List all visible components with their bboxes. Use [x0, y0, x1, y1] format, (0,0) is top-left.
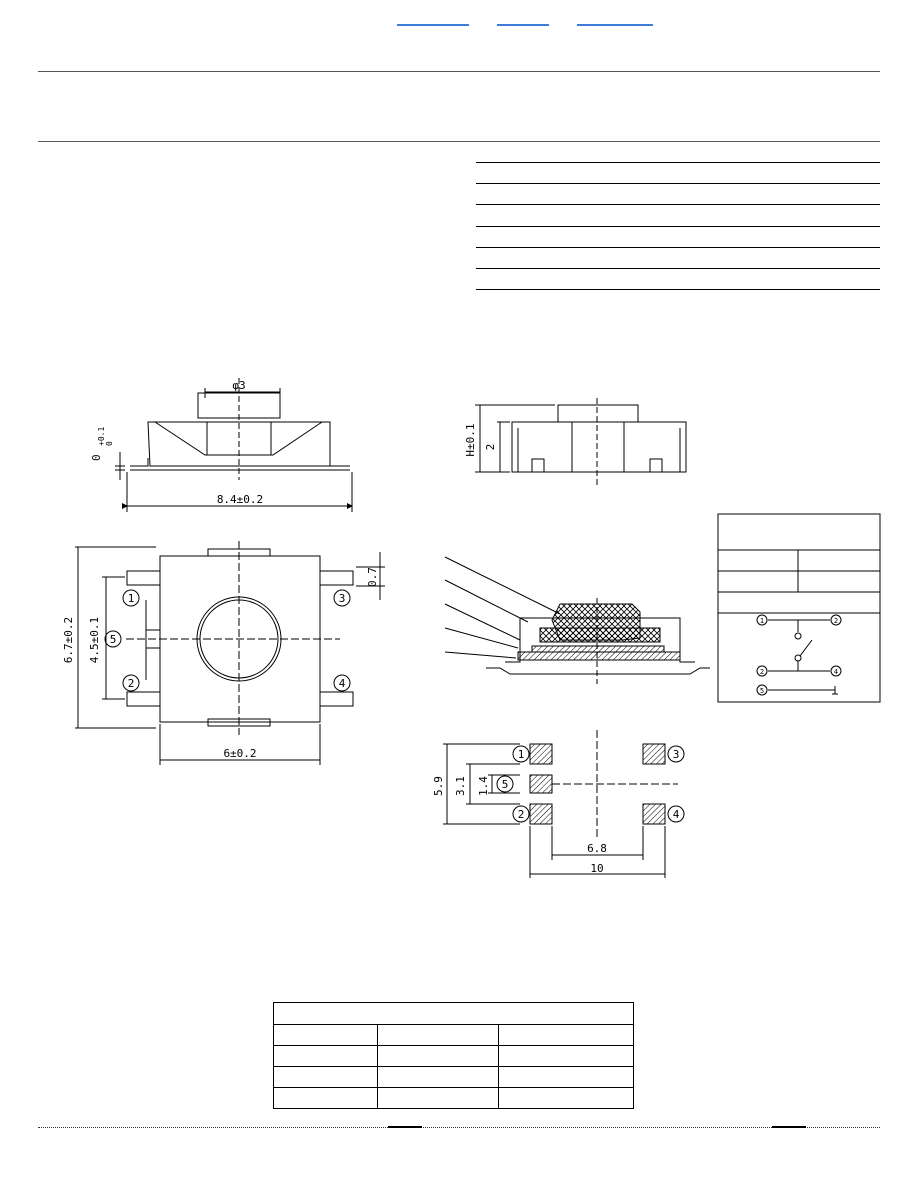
dim-pad-center: 1.4: [477, 776, 490, 796]
dim-pad-gap: 6.8: [587, 842, 607, 855]
pcb-layout: [443, 730, 685, 878]
table-cell: [273, 1045, 378, 1067]
table-cell: [273, 1087, 378, 1109]
header-rule-bottom: [38, 141, 880, 142]
table-cell: [498, 1087, 634, 1109]
dim-base-offset: 0: [90, 454, 103, 461]
dim-overall-width: 6.7±0.2: [62, 617, 75, 663]
dim-base-offset-tol: +0.1: [97, 427, 106, 446]
table-cell: [498, 1024, 634, 1046]
circuit-box: [717, 513, 881, 703]
pad-label-5: 5: [502, 778, 509, 791]
dim-pad-total: 10: [590, 862, 603, 875]
front-view: [475, 398, 687, 486]
cross-section: [444, 556, 710, 684]
table-cell: [377, 1066, 499, 1088]
pad-label-1: 1: [518, 748, 525, 761]
circuit-pin-5: 5: [760, 687, 764, 695]
pin-label-2: 2: [128, 677, 135, 690]
circuit-pin-1: 1: [760, 617, 764, 625]
table-cell: [377, 1024, 499, 1046]
dim-body-width: 6±0.2: [223, 747, 256, 760]
spec-row-line: [476, 289, 880, 290]
header-rule-top: [38, 71, 880, 72]
table-cell: [273, 1024, 378, 1046]
spec-row-line: [476, 226, 880, 227]
table-cell: [498, 1066, 634, 1088]
spec-row-line: [476, 268, 880, 269]
circuit-pin-4: 4: [834, 668, 838, 676]
side-view: [115, 378, 353, 512]
pin-label-3: 3: [339, 592, 346, 605]
bottom-table-header: [273, 1002, 634, 1025]
table-cell: [377, 1087, 499, 1109]
footer-mark-right: [772, 1126, 806, 1128]
dim-inner-pitch: 4.5±0.1: [88, 617, 101, 663]
dim-height: H±0.1: [464, 423, 477, 456]
pin-label-4: 4: [339, 677, 346, 690]
table-cell: [273, 1066, 378, 1088]
spec-row-line: [476, 247, 880, 248]
top-view: [75, 541, 385, 765]
dim-body-length: 8.4±0.2: [217, 493, 263, 506]
table-cell: [498, 1045, 634, 1067]
dim-terminal-pitch: 0.7: [366, 567, 379, 587]
circuit-pin-2b: 2: [760, 668, 764, 676]
spec-row-line: [476, 183, 880, 184]
header-link-1[interactable]: [397, 24, 469, 26]
spec-row-line: [476, 162, 880, 163]
dim-pad-span: 5.9: [432, 776, 445, 796]
bottom-table: [273, 1002, 634, 1109]
pin-label-1: 1: [128, 592, 135, 605]
pad-label-4: 4: [673, 808, 680, 821]
pad-label-2: 2: [518, 808, 525, 821]
dim-pad-inner: 3.1: [454, 776, 467, 796]
dim-button-diameter: φ3: [232, 379, 245, 392]
circuit-pin-2: 2: [834, 617, 838, 625]
pad-label-3: 3: [673, 748, 680, 761]
table-cell: [377, 1045, 499, 1067]
dim-base-offset-tol-lower: 0: [105, 441, 114, 446]
header-link-3[interactable]: [577, 24, 653, 26]
pin-label-5: 5: [110, 633, 117, 646]
dim-body-height: 2: [484, 444, 497, 451]
header-link-2[interactable]: [497, 24, 549, 26]
footer-mark-left: [388, 1126, 422, 1128]
spec-row-line: [476, 204, 880, 205]
footer-rule: [38, 1127, 880, 1128]
